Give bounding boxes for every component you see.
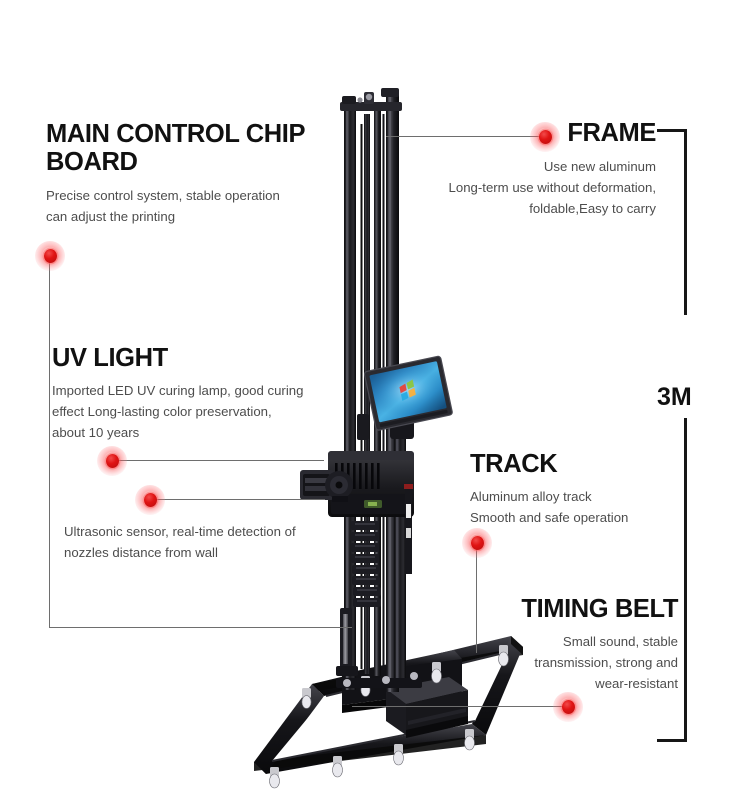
callout-body-timing-belt: Small sound, stable transmission, strong… xyxy=(534,633,678,692)
marker-ultrasonic-sensor[interactable] xyxy=(135,485,165,515)
callout-frame: FRAME Use new aluminum Long-term use wit… xyxy=(436,119,657,220)
connector-main-control-vertical xyxy=(49,256,51,628)
connector-timing-belt-horizontal xyxy=(352,706,568,708)
marker-main-control-chip[interactable] xyxy=(35,241,65,271)
connector-frame-horizontal xyxy=(386,136,544,138)
callout-ultrasonic-sensor: Ultrasonic sensor, real-time detection o… xyxy=(64,521,344,564)
dimension-line-lower xyxy=(684,418,687,742)
callout-title-uv-light: UV LIGHT xyxy=(52,344,168,372)
product-image-vertical-wall-printer xyxy=(236,84,526,789)
callout-body-track: Aluminum alloy track Smooth and safe ope… xyxy=(470,488,629,525)
dimension-tick-top xyxy=(657,129,687,132)
marker-timing-belt[interactable] xyxy=(553,692,583,722)
dimension-line-upper xyxy=(684,129,687,315)
connector-main-control-horizontal xyxy=(49,627,352,629)
callout-body-uv-light: Imported LED UV curing lamp, good curing… xyxy=(52,382,304,441)
callout-timing-belt: TIMING BELT Small sound, stable transmis… xyxy=(478,595,678,695)
callout-track: TRACK Aluminum alloy track Smooth and sa… xyxy=(470,450,690,528)
dimension-tick-bottom xyxy=(657,739,687,742)
callout-title-main-control-chip-board: MAIN CONTROL CHIP BOARD xyxy=(46,120,306,176)
marker-uv-light[interactable] xyxy=(97,446,127,476)
callout-body-ultrasonic-sensor: Ultrasonic sensor, real-time detection o… xyxy=(64,524,296,561)
connector-track-vertical xyxy=(476,543,478,653)
callout-body-main-control-chip-board: Precise control system, stable operation… xyxy=(46,188,280,225)
dimension-label: 3M xyxy=(657,383,692,411)
connector-uv-light-horizontal xyxy=(112,460,324,462)
connector-ultrasonic-horizontal xyxy=(150,499,325,501)
callout-title-timing-belt: TIMING BELT xyxy=(521,595,678,623)
callout-main-control-chip-board: MAIN CONTROL CHIP BOARD Precise control … xyxy=(46,120,346,228)
marker-track[interactable] xyxy=(462,528,492,558)
callout-title-frame: FRAME xyxy=(567,119,656,147)
callout-body-frame: Use new aluminum Long-term use without d… xyxy=(448,158,656,217)
marker-frame[interactable] xyxy=(530,122,560,152)
callout-title-track: TRACK xyxy=(470,450,558,478)
callout-uv-light: UV LIGHT Imported LED UV curing lamp, go… xyxy=(52,344,352,444)
